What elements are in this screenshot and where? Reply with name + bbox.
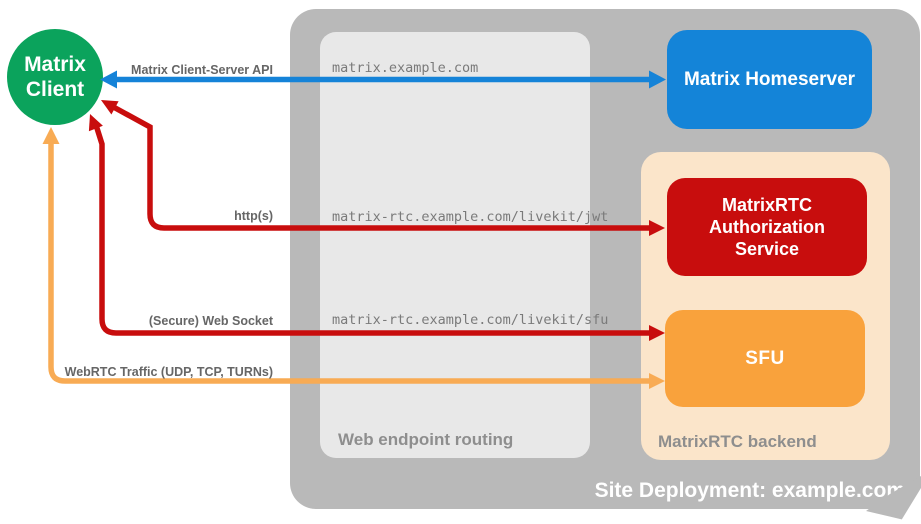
endpoint-url-livekit-sfu: matrix-rtc.example.com/livekit/sfu bbox=[332, 312, 609, 328]
matrix-client-node-label: Matrix Client bbox=[24, 53, 86, 101]
matrix-homeserver-node: Matrix Homeserver bbox=[667, 30, 872, 129]
sfu-node-label: SFU bbox=[745, 347, 785, 369]
endpoint-url-homeserver: matrix.example.com bbox=[332, 60, 479, 76]
web-endpoint-routing-label: Web endpoint routing bbox=[338, 430, 514, 449]
matrix-client-node: Matrix Client bbox=[7, 29, 103, 125]
matrix-homeserver-node-label: Matrix Homeserver bbox=[683, 68, 856, 90]
endpoint-url-livekit-jwt: matrix-rtc.example.com/livekit/jwt bbox=[332, 209, 609, 225]
client-server-api-arrow-label: Matrix Client-Server API bbox=[131, 63, 273, 77]
webrtc-traffic-arrow-label: WebRTC Traffic (UDP, TCP, TURNs) bbox=[64, 365, 273, 379]
site-deployment-label: Site Deployment: example.com bbox=[594, 479, 905, 502]
matrixrtc-authorization-service-node: MatrixRTC Authorization Service bbox=[667, 178, 867, 276]
web-endpoint-routing-panel: Web endpoint routing bbox=[320, 32, 590, 458]
http-arrow-label: http(s) bbox=[234, 209, 273, 223]
sfu-node: SFU bbox=[665, 310, 865, 407]
matrixrtc-authorization-service-node-label: MatrixRTC Authorization Service bbox=[709, 195, 825, 259]
matrixrtc-backend-label: MatrixRTC backend bbox=[658, 432, 817, 451]
websocket-arrow-label: (Secure) Web Socket bbox=[148, 314, 273, 328]
